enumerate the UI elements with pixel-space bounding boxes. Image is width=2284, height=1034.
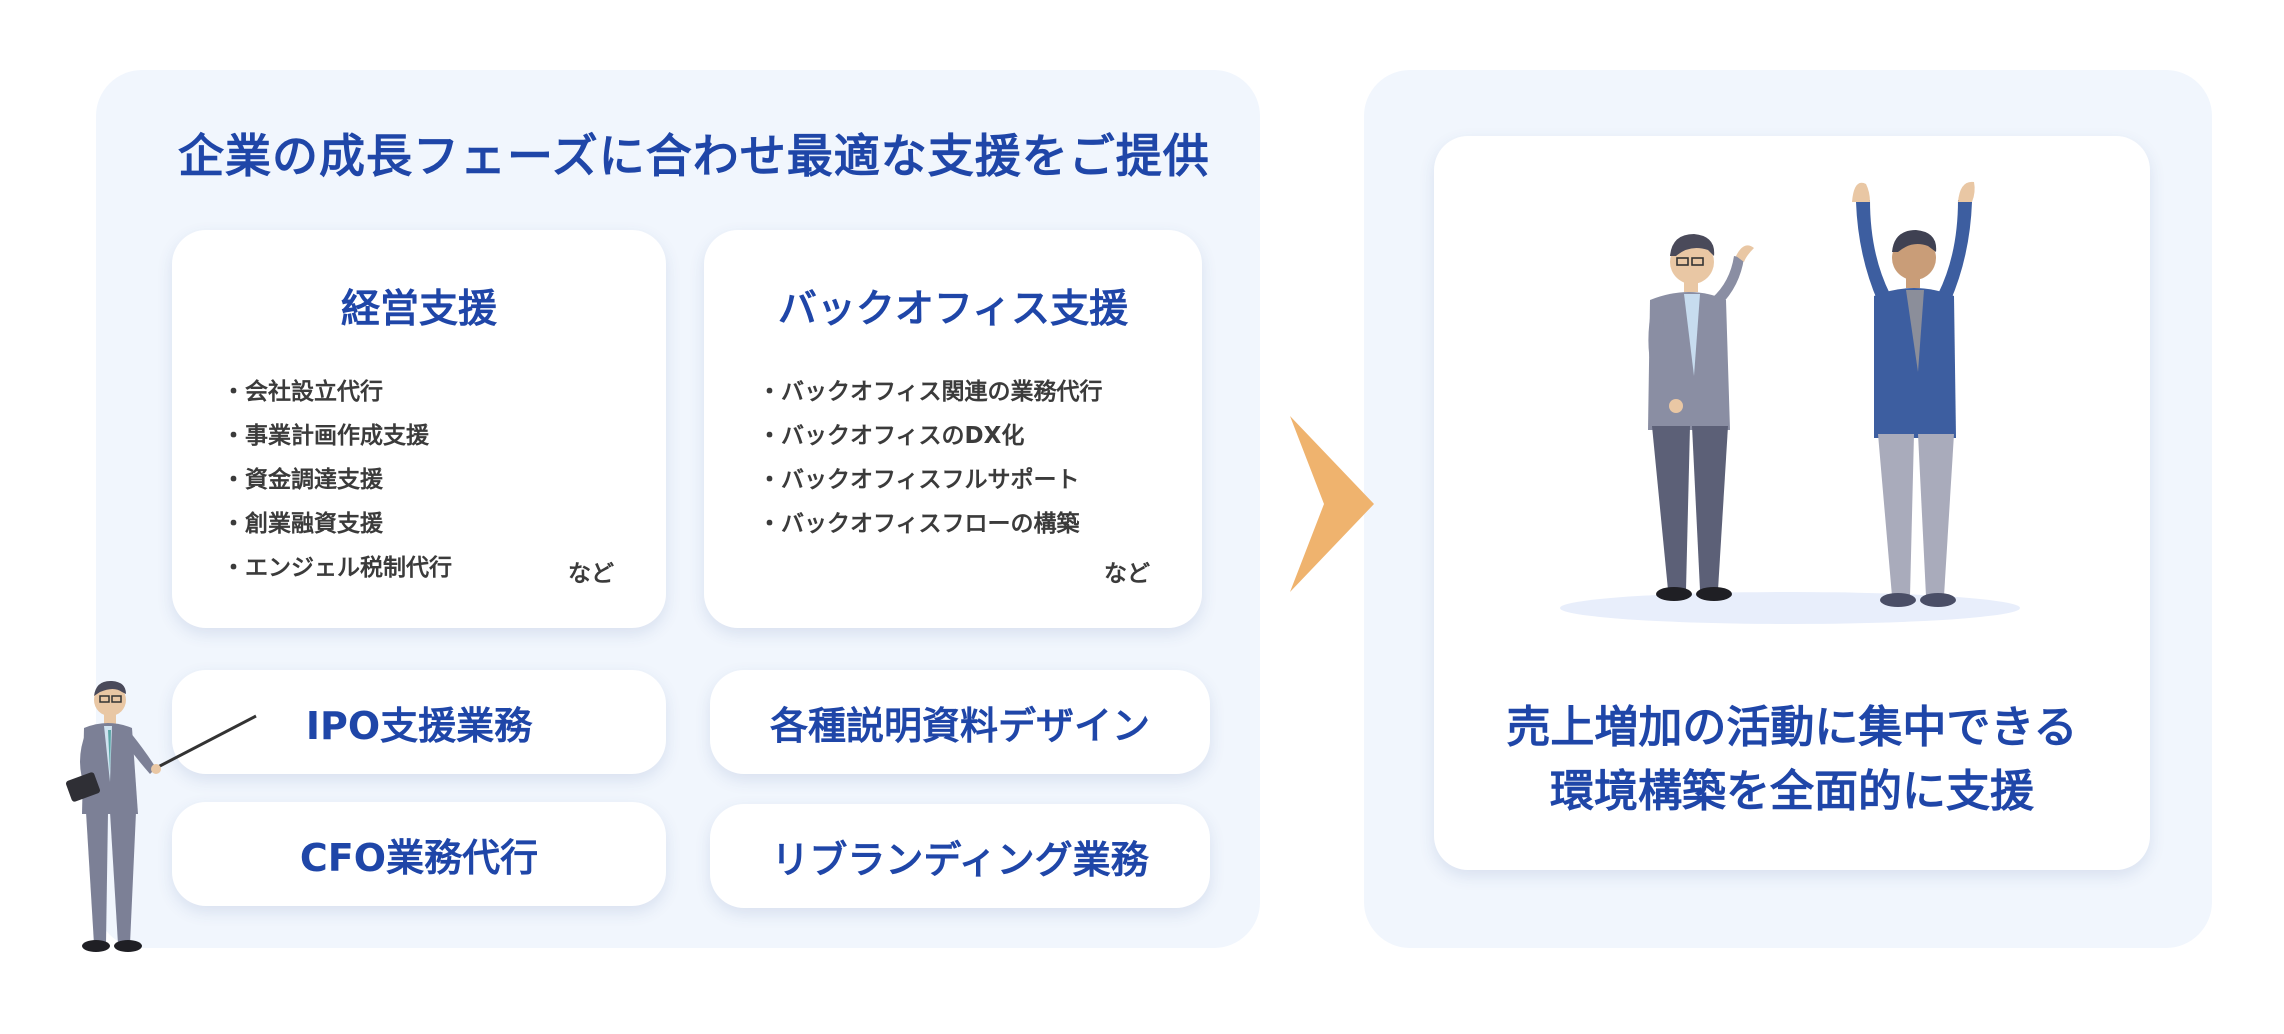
list-item: エンジェル税制代行 [222,546,452,590]
result-line-1: 売上増加の活動に集中できる [1506,702,2078,753]
backoffice-list: バックオフィス関連の業務代行 バックオフィスのDX化 バックオフィスフルサポート… [758,370,1103,546]
result-message: 売上増加の活動に集中できる 環境構築を全面的に支援 [1434,696,2150,824]
celebrating-people-illustration-icon [1560,181,2020,624]
list-item: バックオフィス関連の業務代行 [758,370,1103,414]
card-ipo-label: IPO支援業務 [305,703,533,748]
card-management: 経営支援 会社設立代行 事業計画作成支援 資金調達支援 創業融資支援 エンジェル… [172,230,666,628]
list-item: 事業計画作成支援 [222,414,452,458]
card-backoffice-title: バックオフィス支援 [777,287,1129,332]
card-cfo: CFO業務代行 [172,802,666,906]
card-ipo: IPO支援業務 [172,670,666,774]
backoffice-etc: など [1104,561,1150,587]
list-item: バックオフィスのDX化 [758,414,1103,458]
result-line-2: 環境構築を全面的に支援 [1550,766,2034,817]
chevron-right-icon [1290,416,1374,592]
card-rebrand-label: リブランディング業務 [771,837,1149,882]
result-card: 売上増加の活動に集中できる 環境構築を全面的に支援 [1434,136,2150,870]
list-item: 資金調達支援 [222,458,452,502]
card-cfo-label: CFO業務代行 [299,835,539,880]
card-design: 各種説明資料デザイン [710,670,1210,774]
page-title: 企業の成長フェーズに合わせ最適な支援をご提供 [178,129,1210,183]
card-management-title: 経営支援 [340,287,497,332]
card-backoffice: バックオフィス支援 バックオフィス関連の業務代行 バックオフィスのDX化 バック… [704,230,1202,628]
management-list: 会社設立代行 事業計画作成支援 資金調達支援 創業融資支援 エンジェル税制代行 [222,370,452,590]
management-etc: など [568,561,614,587]
card-design-label: 各種説明資料デザイン [769,703,1150,748]
list-item: バックオフィスフルサポート [758,458,1103,502]
list-item: バックオフィスフローの構築 [758,502,1103,546]
list-item: 創業融資支援 [222,502,452,546]
presenter-illustration-icon [65,680,257,952]
list-item: 会社設立代行 [222,370,452,414]
card-rebrand: リブランディング業務 [710,804,1210,908]
